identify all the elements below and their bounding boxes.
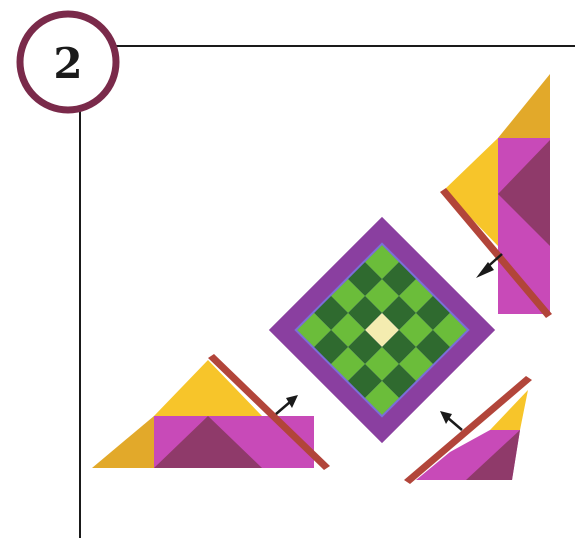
arrow-head xyxy=(286,395,298,408)
triangle-yellow-band xyxy=(444,138,498,246)
arrow-icon xyxy=(440,411,462,430)
triangle-gold-tip xyxy=(92,416,154,468)
arrow-head xyxy=(440,411,452,424)
triangle-gold-tip xyxy=(498,74,550,138)
arrow-shaft xyxy=(276,402,290,414)
step-badge: 2 xyxy=(20,14,116,110)
corner-triangle-top-right xyxy=(440,74,552,318)
center-block xyxy=(269,217,495,443)
corner-triangle-left xyxy=(92,354,330,470)
arrow-shaft xyxy=(448,418,462,430)
arrow-icon xyxy=(276,395,298,414)
step-number: 2 xyxy=(53,39,82,88)
checker-grid xyxy=(297,245,467,415)
